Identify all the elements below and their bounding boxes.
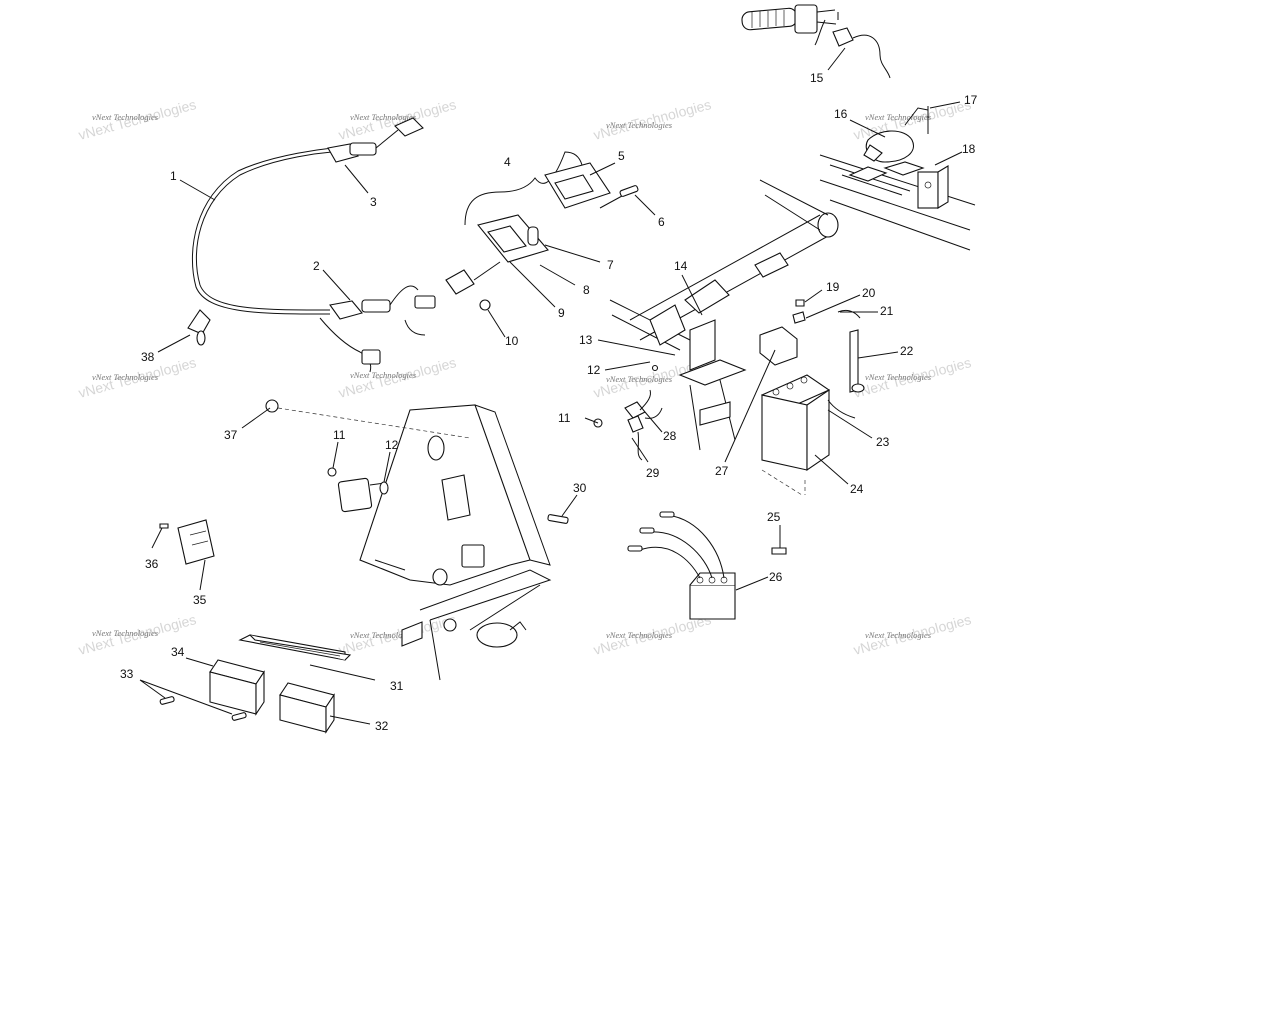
bracket-38 [187, 309, 211, 346]
callout-29: 29 [646, 466, 660, 480]
callout-38: 38 [141, 350, 155, 364]
callout-34: 34 [171, 645, 185, 659]
callout-11: 11 [558, 411, 571, 425]
svg-text:vNext Technologies: vNext Technologies [350, 370, 417, 380]
block-32 [279, 682, 335, 734]
coil-assembly [327, 467, 389, 513]
callout-36: 36 [145, 557, 159, 571]
callout-27: 27 [715, 464, 729, 478]
svg-text:vNext Technologies: vNext Technologies [865, 372, 932, 382]
svg-text:vNext Technologies: vNext Technologies [606, 630, 673, 640]
callout-23: 23 [876, 435, 890, 449]
mounting-plate-35 [159, 519, 215, 565]
voltage-regulator [627, 511, 787, 620]
svg-text:vNext Technologies: vNext Technologies [92, 372, 159, 382]
callout-8: 8 [583, 283, 590, 297]
callout-11-coil-nut: 11 [333, 428, 346, 442]
callout-21: 21 [880, 304, 894, 318]
callout-12: 12 [587, 363, 601, 377]
leader-lines [139, 47, 963, 725]
svg-text:vNext Technologies: vNext Technologies [606, 120, 673, 130]
svg-text:vNext Technologies: vNext Technologies [865, 112, 932, 122]
svg-text:vNext Technologies: vNext Technologies [92, 112, 159, 122]
callout-4: 4 [504, 155, 511, 169]
callout-14: 14 [674, 259, 688, 273]
callout-25: 25 [767, 510, 781, 524]
callout-1: 1 [170, 169, 177, 183]
handlebar-switch-assembly [741, 4, 891, 79]
callout-9: 9 [558, 306, 565, 320]
cable-harness [191, 117, 436, 373]
callout-37: 37 [224, 428, 238, 442]
callout-numbers: 1 2 3 4 5 6 7 8 9 10 11 12 13 14 15 16 1… [120, 71, 978, 733]
callout-7: 7 [607, 258, 614, 272]
callout-20: 20 [862, 286, 876, 300]
rear-panel-frame [359, 404, 569, 681]
callout-22: 22 [900, 344, 914, 358]
callout-2: 2 [313, 259, 320, 273]
callout-26: 26 [769, 570, 783, 584]
callout-13: 13 [579, 333, 593, 347]
callout-30: 30 [573, 481, 587, 495]
callout-3: 3 [370, 195, 377, 209]
frame-rail [609, 179, 839, 351]
svg-text:vNext Technologies: vNext Technologies [92, 628, 159, 638]
callout-10: 10 [505, 334, 519, 348]
callout-15: 15 [810, 71, 824, 85]
callout-6: 6 [658, 215, 665, 229]
callout-18: 18 [962, 142, 976, 156]
callout-17: 17 [964, 93, 978, 107]
block-34 [209, 659, 265, 716]
callout-28: 28 [663, 429, 677, 443]
battery-assembly [678, 299, 865, 496]
svg-text:vNext Technologies: vNext Technologies [606, 374, 673, 384]
horn-bracket-assembly [819, 106, 976, 251]
svg-text:vNext Technologies: vNext Technologies [350, 112, 417, 122]
callout-24: 24 [850, 482, 864, 496]
callout-19: 19 [826, 280, 840, 294]
spacer-bar-31 [238, 634, 352, 661]
tail-light-assembly [445, 151, 639, 311]
callout-12-coil-washer: 12 [385, 438, 399, 452]
callout-5: 5 [618, 149, 625, 163]
callout-35: 35 [193, 593, 207, 607]
svg-text:vNext Technologies: vNext Technologies [865, 630, 932, 640]
relay-clip [593, 364, 663, 461]
svg-text:vNext Technologies: vNext Technologies [350, 630, 417, 640]
screws-33 [159, 696, 247, 721]
callout-16: 16 [834, 107, 848, 121]
callout-32: 32 [375, 719, 389, 733]
callout-31: 31 [390, 679, 404, 693]
callout-33: 33 [120, 667, 134, 681]
